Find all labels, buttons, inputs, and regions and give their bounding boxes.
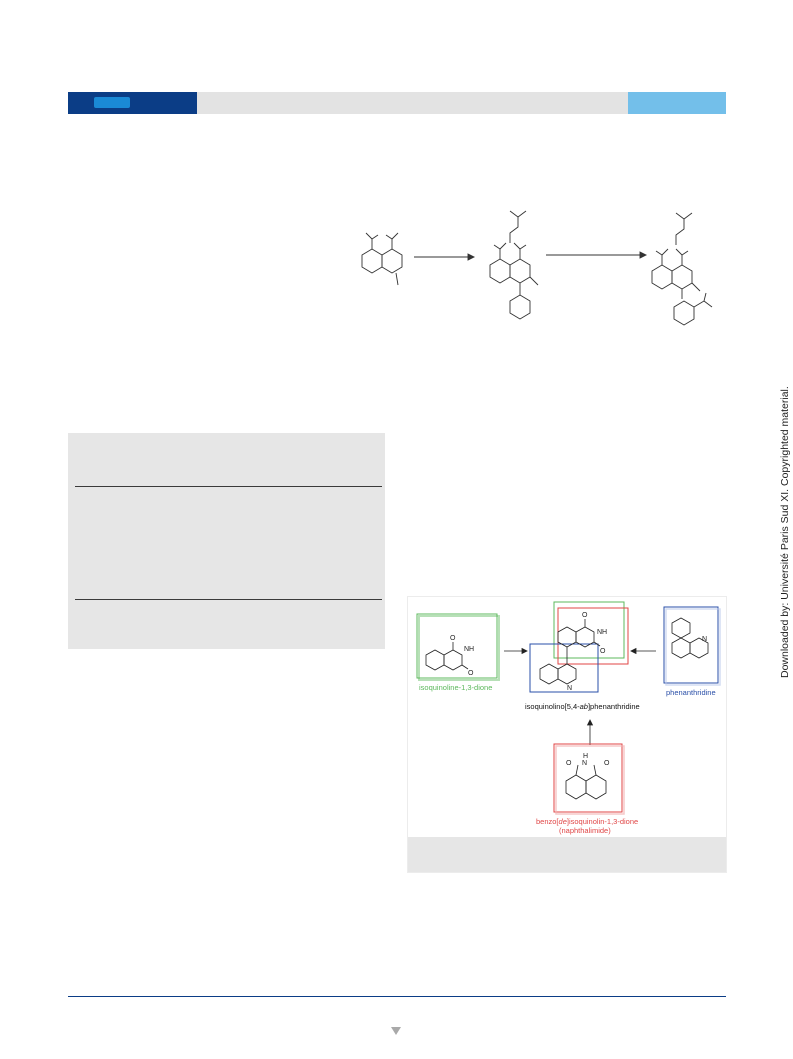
page-down-icon[interactable] — [390, 1026, 402, 1036]
atom-n: N — [702, 636, 707, 643]
atom-n: N — [567, 685, 572, 692]
header-section-pill — [94, 97, 130, 108]
label-isoquinolino-phenanthridine: isoquinolino[5,4-ab]phenanthridine — [525, 702, 640, 711]
table-rule-top — [75, 486, 382, 487]
header-bar-grey — [197, 92, 628, 114]
atom-nh: NH — [597, 629, 607, 636]
atom-o: O — [566, 760, 572, 767]
footer-rule — [68, 996, 726, 997]
figure-panel: O NH O O NH O N — [407, 596, 727, 873]
label-isoquinoline-dione: isoquinoline-1,3-dione — [419, 683, 493, 692]
atom-o: O — [468, 670, 474, 677]
atom-o: O — [600, 648, 606, 655]
atom-o: O — [582, 612, 588, 619]
reaction-scheme — [361, 210, 713, 326]
figure-structures: O NH O O NH O N — [416, 601, 721, 815]
header-bar-light — [628, 92, 726, 114]
label-naphthalimide: (naphthalimide) — [559, 826, 611, 835]
table-block — [68, 433, 385, 649]
atom-o: O — [450, 635, 456, 642]
label-phenanthridine: phenanthridine — [666, 688, 716, 697]
table-rule-bottom — [75, 599, 382, 600]
atom-o: O — [604, 760, 610, 767]
product-structure — [651, 212, 713, 326]
atom-nh: NH — [464, 646, 474, 653]
intermediate-structure — [489, 210, 539, 320]
download-watermark: Downloaded by: Université Paris Sud XI. … — [779, 386, 791, 678]
label-benzo-isoquinoline-dione: benzo[de]isoquinolin-1,3-dione — [536, 817, 639, 826]
header-bar-dark — [68, 92, 197, 114]
atom-h: H — [583, 753, 588, 760]
starting-material-structure — [361, 232, 403, 286]
atom-n: N — [582, 760, 587, 767]
figure-caption-band — [408, 837, 726, 872]
